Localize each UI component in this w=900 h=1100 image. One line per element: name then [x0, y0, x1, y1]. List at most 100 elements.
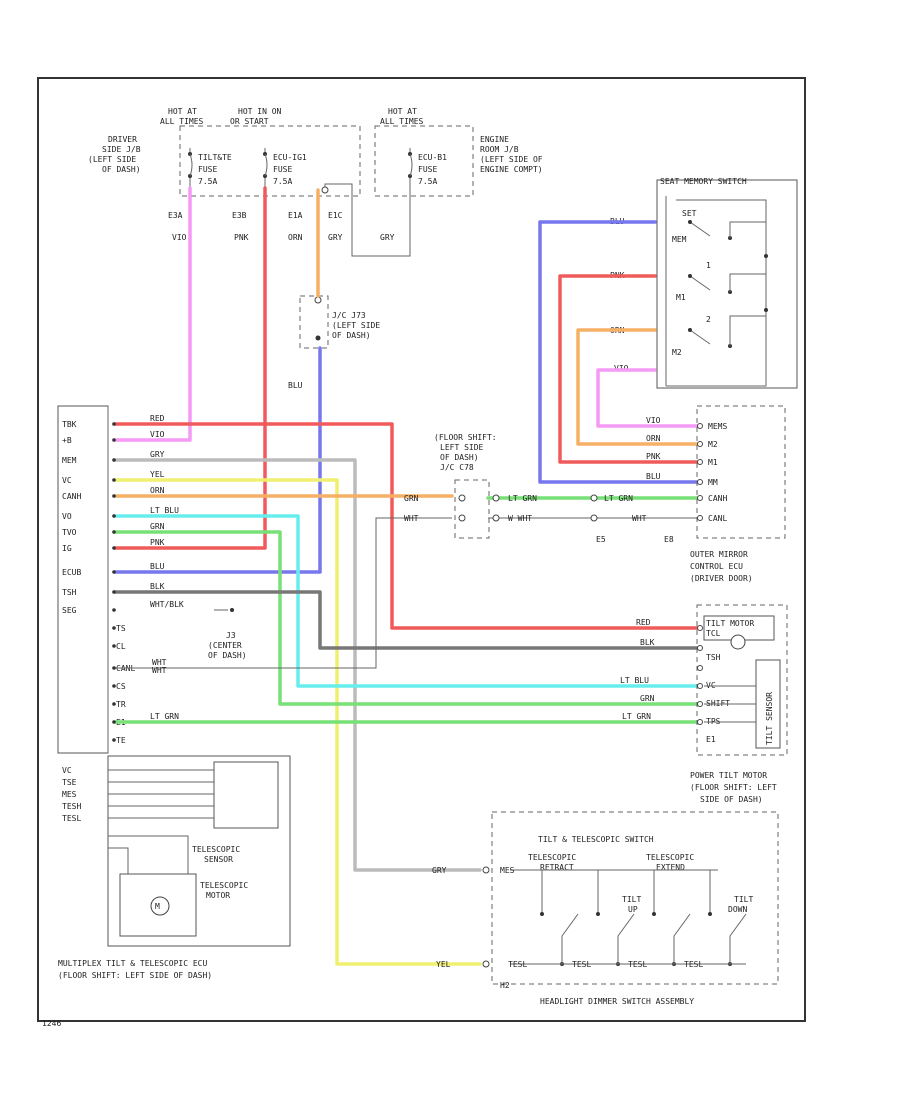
ecu-pin-3: VC	[62, 476, 72, 485]
svg-text:TESL: TESL	[508, 960, 527, 969]
wires	[113, 186, 702, 966]
ecu-wire-label-1: VIO	[150, 430, 165, 439]
can-wire-1-after: LT GRN	[604, 494, 633, 503]
ecu-terminal-17	[112, 738, 116, 742]
wire-mem-blu	[538, 220, 702, 484]
tilt-terminal-0	[697, 625, 703, 631]
diagram-id: 1246	[42, 1019, 61, 1028]
ecu-name: MULTIPLEX TILT & TELESCOPIC ECU(FLOOR SH…	[58, 959, 212, 980]
mirror-terminal-2	[697, 459, 703, 465]
mirror-pin-1: M2	[708, 440, 718, 449]
svg-text:TESL: TESL	[572, 960, 591, 969]
telescopic-motor-box	[119, 873, 197, 937]
in-wire-yel: YEL	[436, 960, 451, 969]
wire-pnk-ig	[113, 186, 267, 550]
ecu-pin-14: CS	[116, 682, 126, 691]
ecu-wire-label-7: PNK	[150, 538, 165, 547]
wire-wht-canl	[115, 517, 452, 669]
pin-e3b: E3B	[232, 211, 247, 220]
mirror-wire-2: PNK	[646, 452, 661, 461]
wire-vio-label: VIO	[172, 233, 187, 242]
ecu-terminal-16	[112, 720, 116, 724]
tilt-terminal-4	[697, 701, 703, 707]
ecu-terminal-5	[112, 514, 116, 518]
mirror-terminal-4	[697, 495, 703, 501]
ecu-pin-9: TSH	[62, 588, 77, 597]
tilt-terminal-2	[697, 665, 703, 671]
svg-text:TESL: TESL	[628, 960, 647, 969]
mirror-pin-4: CANH	[708, 494, 727, 503]
driver-jb-outline	[179, 125, 361, 197]
ecu-wire-label-9: BLK	[150, 582, 165, 591]
ecu-pin-2: MEM	[62, 456, 77, 465]
wire-red	[113, 422, 702, 630]
tilt-motor-inner-label: TILT MOTOR	[706, 619, 754, 628]
ecu-terminal-11	[112, 626, 116, 630]
ecu-pin-18: VC	[62, 766, 72, 775]
switch-code: H2	[500, 981, 510, 990]
ecu-wire-label-4: ORN	[150, 486, 165, 495]
ecu-terminal-6	[112, 530, 116, 534]
in-wire-gry: GRY	[432, 866, 447, 875]
tilt-wire-0: RED	[636, 618, 651, 627]
ecu-terminal-8	[112, 570, 116, 574]
ecu-pin-22: TESL	[62, 814, 81, 823]
ecu-terminal-14	[112, 684, 116, 688]
headlight-switch-name: HEADLIGHT DIMMER SWITCH ASSEMBLY	[540, 997, 694, 1006]
svg-text:MEM: MEM	[672, 235, 687, 244]
ecu-wire-label-10: WHT/BLK	[150, 600, 184, 609]
wire-gry2-label: GRY	[380, 233, 395, 242]
mirror-pin-2: M1	[708, 458, 718, 467]
ecu-terminal-9	[112, 590, 116, 594]
gry-loop	[324, 183, 411, 257]
ecu-terminal-10	[112, 608, 116, 612]
ecu-pin-5: VO	[62, 512, 72, 521]
telescopic-sensor-box	[213, 761, 279, 829]
ecu-terminal-12	[112, 644, 116, 648]
mirror-wire-1: ORN	[646, 434, 661, 443]
ecu-pin-17: TE	[116, 736, 126, 745]
can-wire-1-left: GRN	[404, 494, 419, 503]
multiplex-ecu: TBK+BMEMVCCANHVOTVOIGECUBTSHSEGTSCLCANLC…	[57, 405, 291, 980]
ecu-wire-label-2: GRY	[150, 450, 165, 459]
ecu-pin-4: CANH	[62, 492, 81, 501]
ecu-pin-15: TR	[116, 700, 126, 709]
wire-gry-label: GRY	[328, 233, 343, 242]
junction-out-label: BLU	[288, 381, 303, 390]
ecu-pin-10: SEG	[62, 606, 77, 615]
ecu-pin-12: CL	[116, 642, 126, 651]
can-wire-2-after: WHT	[632, 514, 647, 523]
ecu-wire-label-8: BLU	[150, 562, 165, 571]
ecu-terminal-3	[112, 478, 116, 482]
ecu-internal-box	[107, 755, 291, 947]
ecu-pin-20: MES	[62, 790, 77, 799]
tilt-terminal-5	[697, 719, 703, 725]
mirror-pin-5: CANL	[708, 514, 727, 523]
mirror-pin-0: MEMS	[708, 422, 727, 431]
wire-mem-orn	[576, 328, 702, 446]
ecu-wire-label-12: LT GRN	[150, 712, 179, 721]
mirror-terminal-1	[697, 441, 703, 447]
ecu-wire-label-0: RED	[150, 414, 165, 423]
svg-text:E5: E5	[596, 535, 606, 544]
ecu-terminal-2	[112, 458, 116, 462]
svg-text:1: 1	[706, 261, 711, 270]
ecu-pin-1: +B	[62, 436, 72, 445]
ecu-terminal-1	[112, 438, 116, 442]
svg-text:TESL: TESL	[684, 960, 703, 969]
